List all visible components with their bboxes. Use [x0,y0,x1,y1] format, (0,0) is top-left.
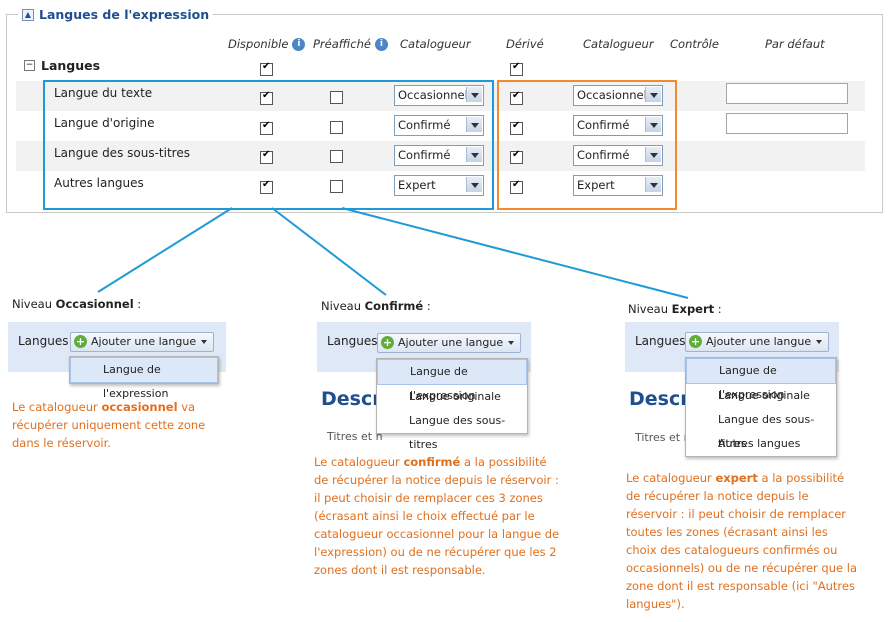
catalogueur-derive-select[interactable]: Confirmé [573,115,663,136]
menu-item[interactable]: Langue de l'expression [70,357,218,400]
group-label: Langues [41,58,101,73]
preaffiche-checkbox[interactable] [330,150,343,163]
collapse-icon[interactable]: ▲ [22,8,34,21]
row-label: Autres langues [54,176,144,190]
menu-item[interactable]: Langue originale [409,390,501,403]
chevron-down-icon [466,87,482,102]
group-derive-checkbox[interactable] [510,61,523,76]
panel-label: Langues [18,334,69,348]
confirme-explanation: Le catalogueur confirmé a la possibilité… [314,455,560,577]
menu-item[interactable]: Langue de l'expression [686,358,836,401]
chevron-down-icon [466,147,482,162]
chevron-down-icon [645,177,661,192]
menu-item[interactable]: Langue des sous-titres [409,414,506,451]
panel-label: Langues [327,334,378,348]
expert-explanation: Le catalogueur expert a la possibilité d… [626,471,857,611]
catalogueur-select[interactable]: Occasionnel [394,85,484,106]
table-row: Langue d'origine [16,111,865,141]
derive-checkbox[interactable] [510,120,523,135]
menu-item[interactable]: Autres langues [718,437,801,450]
chevron-down-icon [645,147,661,162]
chevron-down-icon [645,87,661,102]
description-heading: Descri [629,388,697,410]
header-par-defaut: Par défaut [765,37,825,51]
chevron-down-icon [816,340,823,344]
panel-label: Langues [635,334,686,348]
table-row: Autres langues [16,171,865,201]
derive-checkbox[interactable] [510,149,523,164]
disponible-checkbox[interactable] [260,149,273,164]
row-label: Langue du texte [54,86,153,100]
add-language-button[interactable]: +Ajouter une langue [377,333,522,353]
header-controle: Contrôle [670,37,719,51]
derive-checkbox[interactable] [510,90,523,105]
titles-text: Titres et r [635,431,689,444]
disponible-checkbox[interactable] [260,179,273,194]
language-menu: Langue de l'expression Langue originale … [376,358,528,451]
plus-icon: + [381,336,394,349]
row-label: Langue d'origine [54,116,155,130]
catalogueur-derive-select[interactable]: Expert [573,175,663,196]
header-catalogueur: Catalogueur [400,37,471,51]
catalogueur-select[interactable]: Confirmé [394,115,484,136]
description-heading: Descri [321,388,389,410]
langues-group[interactable]: − Langues [24,58,100,73]
menu-item[interactable]: Langue des sous-titres [718,413,815,450]
header-derive: Dérivé [506,37,544,51]
derive-highlight-box [497,80,677,210]
info-icon[interactable]: i [374,38,388,51]
add-language-button[interactable]: +Ajouter une langue [70,332,215,352]
chevron-down-icon [466,177,482,192]
par-defaut-input[interactable] [726,83,848,104]
header-catalogueur-derive: Catalogueur [583,37,654,51]
row-label: Langue des sous-titres [54,146,190,160]
expression-languages-fieldset [6,14,883,213]
fieldset-legend[interactable]: ▲ Langues de l'expression [18,7,214,22]
preaffiche-checkbox[interactable] [330,91,343,104]
info-icon[interactable]: i [292,38,306,51]
preaffiche-checkbox[interactable] [330,121,343,134]
level-occasionnel-title: Niveau Occasionnel : [12,297,142,311]
catalogueur-derive-select[interactable]: Occasionnel [573,85,663,106]
par-defaut-input[interactable] [726,113,848,134]
collapse-toggle-icon[interactable]: − [24,60,35,71]
catalogueur-select[interactable]: Confirmé [394,145,484,166]
menu-item[interactable]: Langue de l'expression [377,359,527,402]
chevron-down-icon [466,117,482,132]
level-confirme-title: Niveau Confirmé : [321,299,431,313]
fieldset-title: Langues de l'expression [39,7,210,22]
plus-icon: + [689,335,702,348]
menu-item[interactable]: Langue originale [718,389,810,402]
chevron-down-icon [645,117,661,132]
chevron-down-icon [508,341,515,345]
catalogueur-highlight-box [43,80,494,210]
occasionnel-explanation: Le catalogueur occasionnel va récupérer … [12,400,206,450]
derive-checkbox[interactable] [510,179,523,194]
catalogueur-derive-select[interactable]: Confirmé [573,145,663,166]
preaffiche-checkbox[interactable] [330,180,343,193]
language-menu: Langue de l'expression [69,356,219,400]
disponible-checkbox[interactable] [260,120,273,135]
plus-icon: + [74,335,87,348]
add-language-button[interactable]: +Ajouter une langue [685,332,830,352]
level-expert-title: Niveau Expert : [628,302,722,316]
titles-text: Titres et n [327,430,383,443]
language-menu: Langue de l'expression Langue originale … [685,357,837,457]
catalogueur-select[interactable]: Expert [394,175,484,196]
disponible-checkbox[interactable] [260,90,273,105]
chevron-down-icon [201,340,208,344]
group-disponible-checkbox[interactable] [260,61,273,76]
